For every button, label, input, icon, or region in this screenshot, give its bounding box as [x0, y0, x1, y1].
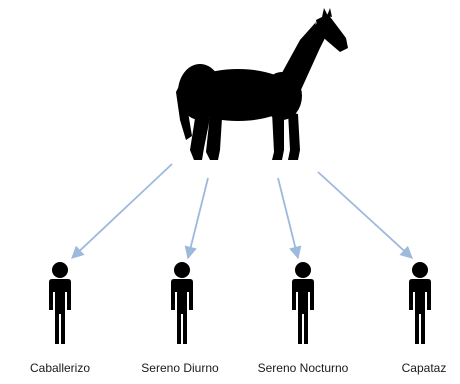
- person-icon: [409, 262, 431, 344]
- role-label-capataz: Capataz: [402, 361, 447, 375]
- arrow-to-capataz: [317, 171, 413, 259]
- person-sereno-diurno: [171, 262, 193, 344]
- role-label-sereno-nocturno: Sereno Nocturno: [258, 361, 349, 375]
- arrow-to-sereno-diurno: [184, 177, 209, 260]
- person-sereno-nocturno: [292, 262, 314, 344]
- person-capataz: [409, 262, 431, 344]
- arrow-to-sereno-nocturno: [277, 177, 302, 260]
- horse-icon: [176, 8, 348, 160]
- arrow-to-caballerizo: [71, 163, 173, 259]
- person-caballerizo: [49, 262, 71, 344]
- arrows: [71, 163, 413, 260]
- role-label-sereno-diurno: Sereno Diurno: [141, 361, 219, 375]
- role-label-caballerizo: Caballerizo: [30, 361, 90, 375]
- person-icon: [292, 262, 314, 344]
- person-icon: [49, 262, 71, 344]
- person-icon: [171, 262, 193, 344]
